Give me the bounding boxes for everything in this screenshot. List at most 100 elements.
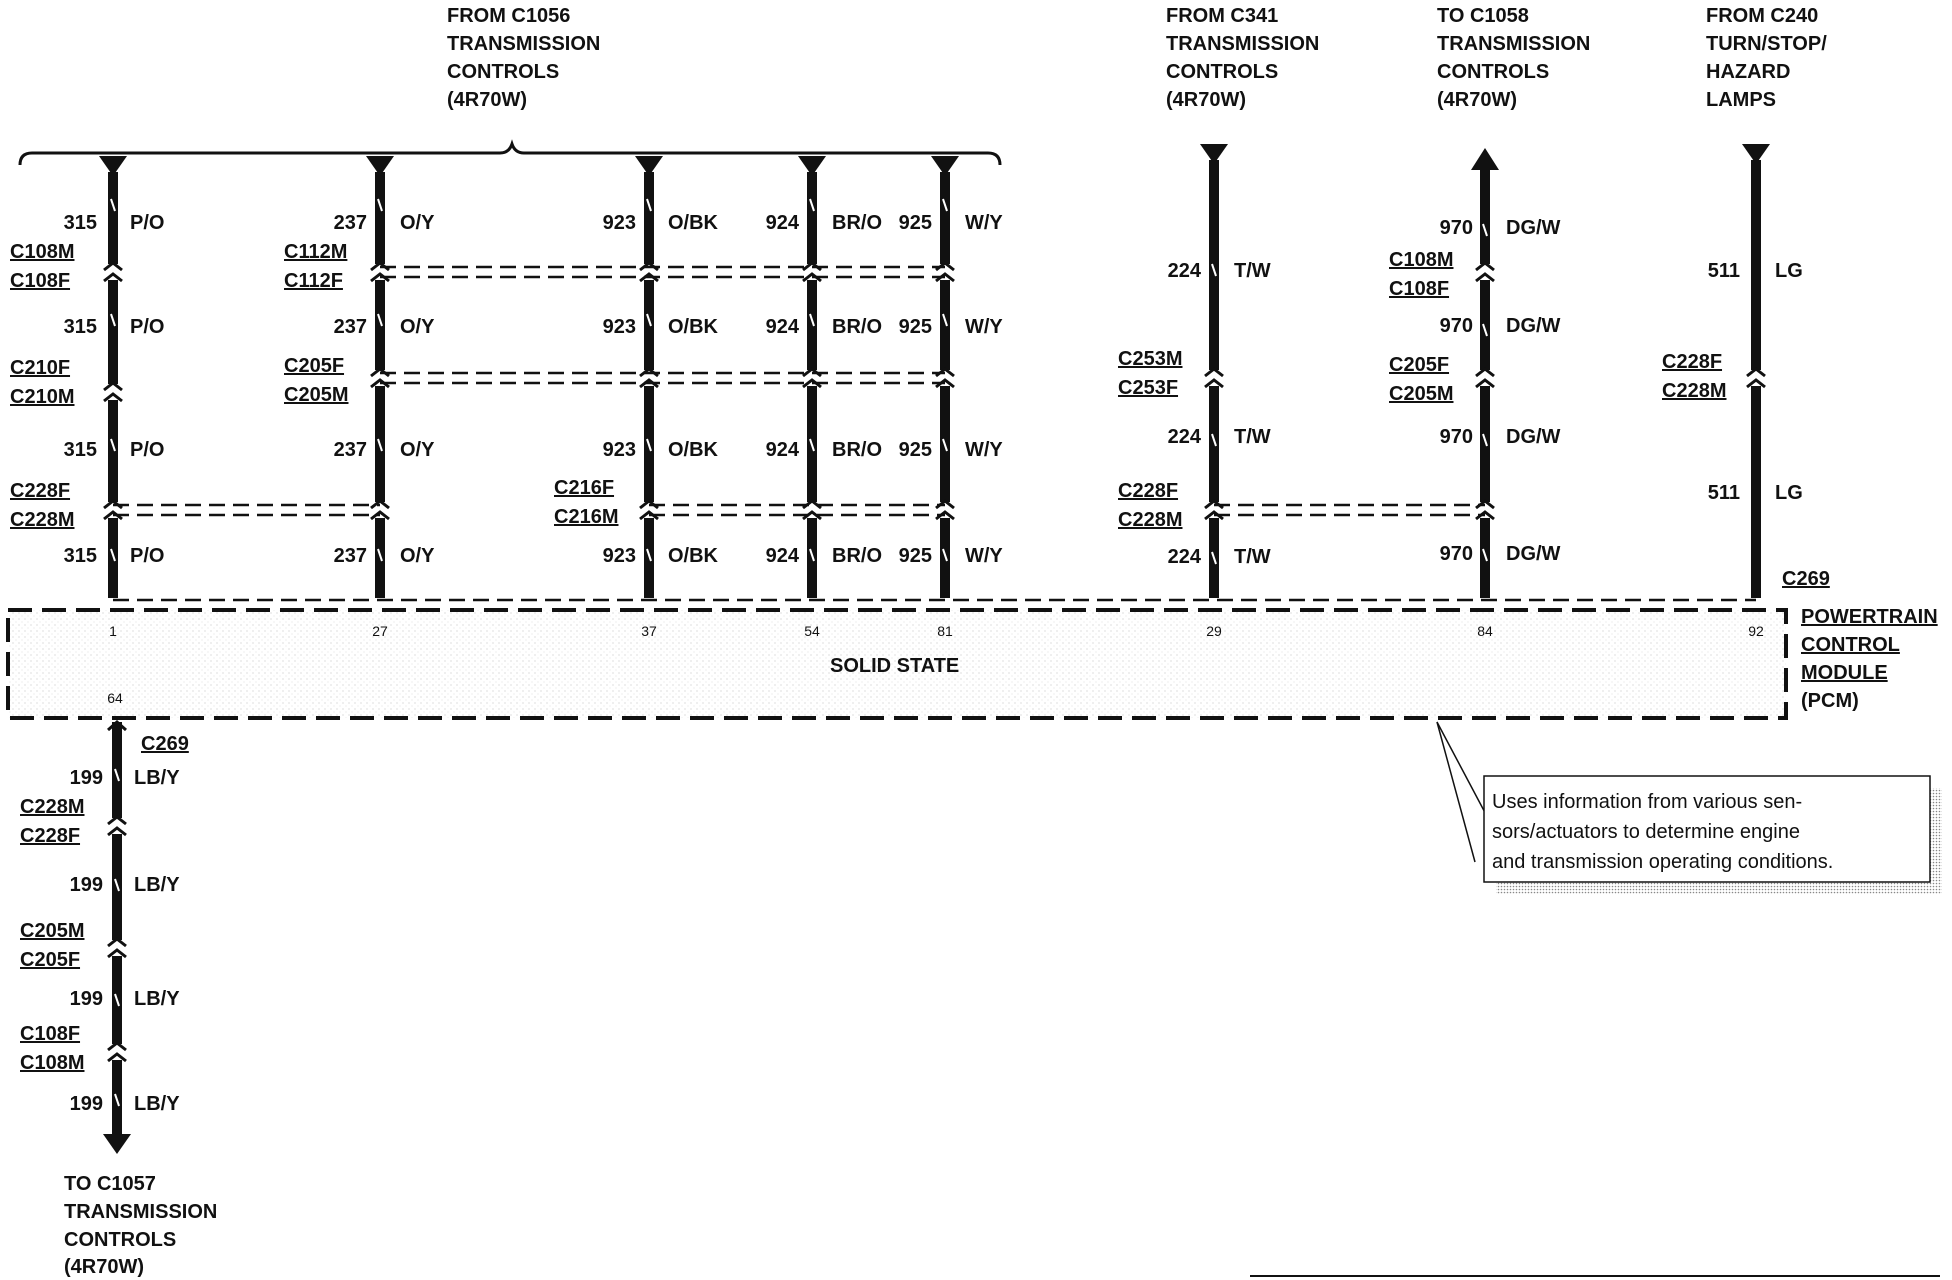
connector-break: [802, 510, 822, 521]
pin-number: 64: [107, 690, 123, 706]
wire-color: LB/Y: [134, 1093, 180, 1115]
connector-break: [935, 510, 955, 521]
connector-break: [1204, 367, 1224, 378]
wire-color: W/Y: [965, 316, 1003, 338]
circuit-925-labels: 925 W/Y 925 W/Y 925 W/Y 925 W/Y: [899, 212, 1004, 567]
circuit-number: 237: [334, 439, 367, 461]
connector-c228m: C228M: [1118, 509, 1182, 531]
circuit-970-labels: 970 DG/W 970 DG/W 970 DG/W 970 DG/W: [1440, 217, 1561, 565]
circuit-number: 970: [1440, 543, 1473, 565]
circuit-315-labels: 315 P/O 315 P/O 315 P/O 315 P/O: [64, 212, 165, 567]
circuit-number: 224: [1168, 260, 1202, 282]
wire-color: DG/W: [1506, 315, 1561, 337]
wire-color: DG/W: [1506, 426, 1561, 448]
circuit-number: 237: [334, 545, 367, 567]
connector-c210f: C210F: [10, 357, 70, 379]
connector-c205f: C205F: [284, 355, 344, 377]
circuit-224-labels: 224 T/W 224 T/W 224 T/W: [1168, 260, 1271, 568]
circuit-199-labels: 199 LB/Y 199 LB/Y 199 LB/Y 199 LB/Y: [70, 767, 181, 1115]
wires-layer: [99, 144, 1770, 1154]
connector-break: [103, 381, 123, 392]
circuit-number: 315: [64, 545, 97, 567]
pin-number: 37: [641, 623, 657, 639]
wire-tick: [809, 438, 815, 452]
header-from-c341: FROM C341 TRANSMISSION CONTROLS (4R70W): [1166, 5, 1319, 111]
connector-break: [370, 272, 390, 283]
connector-c253f: C253F: [1118, 377, 1178, 399]
wire-tick: [377, 198, 383, 212]
pcm-label-line: MODULE: [1801, 662, 1888, 684]
note-line: Uses information from various sen-: [1492, 791, 1802, 813]
wire-color: T/W: [1234, 260, 1271, 282]
pin-number: 92: [1748, 623, 1764, 639]
wire-tick: [1211, 433, 1217, 447]
wire-tick: [110, 438, 116, 452]
wire-color: O/BK: [668, 545, 719, 567]
wire-color: BR/O: [832, 439, 882, 461]
wire-terminal-arrow: [99, 156, 127, 176]
connector-c269: C269: [1782, 568, 1830, 590]
wire-color: BR/O: [832, 545, 882, 567]
connector-break: [1746, 367, 1766, 378]
circuit-number: 924: [766, 545, 800, 567]
circuit-number: 315: [64, 439, 97, 461]
connector-break: [107, 815, 127, 826]
circuit-number: 315: [64, 212, 97, 234]
connector-c205f: C205F: [20, 949, 80, 971]
pcm-box: [6, 608, 1788, 720]
wire-color: LB/Y: [134, 988, 180, 1010]
connector-c228m: C228M: [10, 509, 74, 531]
wire-tick: [110, 548, 116, 562]
circuit-number: 970: [1440, 315, 1473, 337]
circuit-number: 970: [1440, 426, 1473, 448]
circuit-number: 924: [766, 439, 800, 461]
wire-color: BR/O: [832, 316, 882, 338]
circuit-number: 923: [603, 439, 636, 461]
connector-break: [103, 392, 123, 403]
connector-break: [1475, 272, 1495, 283]
header-line: TO C1057: [64, 1173, 156, 1195]
wire-color: O/Y: [400, 316, 435, 338]
header-from-c1056: FROM C1056 TRANSMISSION CONTROLS (4R70W): [447, 5, 600, 111]
connector-break: [1746, 378, 1766, 389]
pin-number: 81: [937, 623, 953, 639]
connector-break: [1204, 510, 1224, 521]
connector-break: [639, 510, 659, 521]
wire-tick: [1211, 551, 1217, 565]
connector-break: [370, 499, 390, 510]
connector-break: [639, 378, 659, 389]
connector-break: [107, 1041, 127, 1052]
wire-tick: [114, 768, 120, 782]
wire-terminal-arrow: [103, 1134, 131, 1154]
wire-color: O/Y: [400, 212, 435, 234]
connector-c108m: C108M: [10, 241, 74, 263]
wire-color: LG: [1775, 260, 1803, 282]
wire-tick: [377, 438, 383, 452]
connector-c112f: C112F: [284, 270, 343, 292]
circuit-number: 237: [334, 316, 367, 338]
header-line: (4R70W): [447, 89, 527, 111]
pin-number: 27: [372, 623, 388, 639]
header-line: LAMPS: [1706, 89, 1776, 111]
connector-break: [802, 378, 822, 389]
header-line: (4R70W): [1166, 89, 1246, 111]
header-line: (4R70W): [64, 1256, 144, 1278]
wire-color: DG/W: [1506, 217, 1561, 239]
wire-color: O/Y: [400, 545, 435, 567]
wire-terminal-arrow: [798, 156, 826, 176]
connector-c108f: C108F: [10, 270, 70, 292]
connector-c228m: C228M: [20, 796, 84, 818]
connector-break: [370, 378, 390, 389]
wire-tick: [377, 313, 383, 327]
connector-c108f: C108F: [20, 1023, 80, 1045]
connector-break: [1475, 367, 1495, 378]
circuit-number: 199: [70, 1093, 103, 1115]
header-line: HAZARD: [1706, 61, 1790, 83]
wire-color: O/BK: [668, 316, 719, 338]
connector-break: [802, 272, 822, 283]
header-line: CONTROLS: [1437, 61, 1549, 83]
header-line: TO C1058: [1437, 5, 1529, 27]
connector-c228f: C228F: [1118, 480, 1178, 502]
wire-color: W/Y: [965, 439, 1003, 461]
connector-break: [103, 261, 123, 272]
